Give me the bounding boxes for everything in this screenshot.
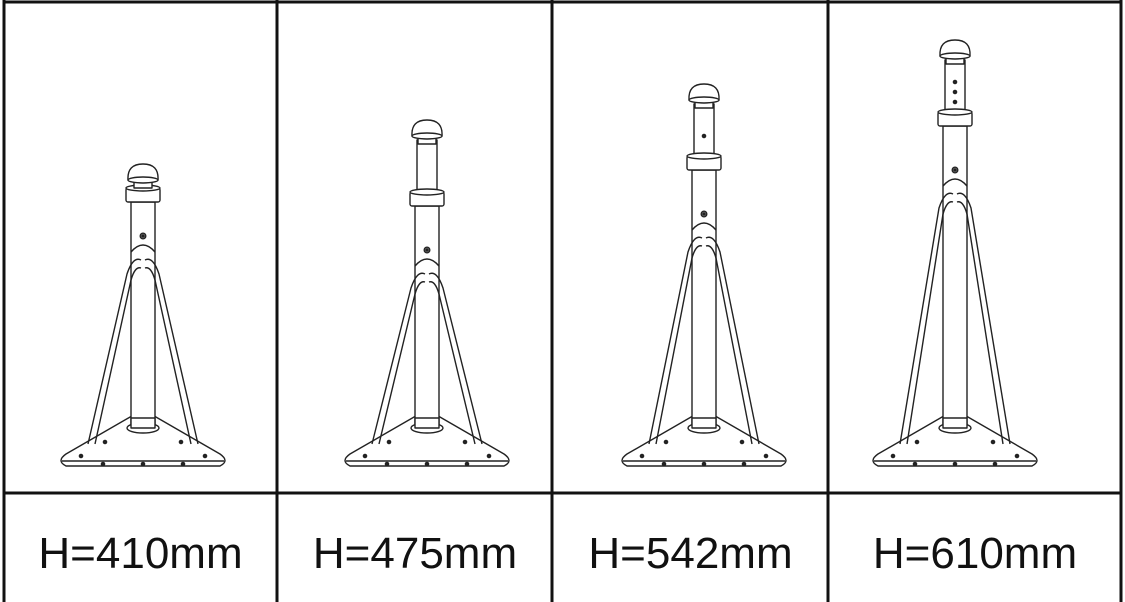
- stand-drawing-2: [344, 119, 510, 467]
- leg-rod: [648, 236, 703, 445]
- plate-hole: [462, 439, 468, 445]
- leg-rod: [705, 236, 760, 445]
- leg-rod: [705, 245, 753, 445]
- tube-foot: [414, 417, 440, 429]
- tube-hole-center: [141, 234, 145, 238]
- leg-bend: [414, 258, 440, 267]
- leg-rod: [655, 245, 703, 445]
- leg-rod: [144, 258, 199, 445]
- plate-hole: [202, 453, 208, 459]
- collar-top: [409, 188, 445, 196]
- main-tube: [691, 169, 717, 426]
- cap-knob: [411, 119, 443, 137]
- height-label-2: H=475mm: [312, 529, 518, 578]
- plate-hole: [763, 453, 769, 459]
- height-label-3: H=542mm: [588, 529, 793, 578]
- leg-bend: [691, 222, 717, 231]
- plate-hole: [741, 461, 747, 467]
- plate-hole: [912, 461, 918, 467]
- plate-hole: [464, 461, 470, 467]
- leg-rod: [94, 267, 142, 445]
- tube-hole-center: [702, 212, 706, 216]
- leg-rod: [87, 258, 142, 445]
- plate-hole: [180, 461, 186, 467]
- inner-tube-hole: [952, 99, 958, 105]
- main-tube: [414, 205, 440, 426]
- main-tube: [942, 125, 968, 426]
- leg-rod: [428, 281, 476, 445]
- inner-tube-hole: [701, 133, 707, 139]
- leg-rod: [906, 201, 954, 445]
- plate-hole: [952, 461, 958, 467]
- leg-rod: [378, 281, 426, 445]
- plate-hole: [424, 461, 430, 467]
- stand-drawing-3: [621, 83, 787, 467]
- cap-rim: [688, 96, 720, 104]
- inner-tube-hole: [952, 89, 958, 95]
- plate-hole: [990, 439, 996, 445]
- collar-top: [686, 152, 722, 160]
- plate-hole: [362, 453, 368, 459]
- plate-hole: [102, 439, 108, 445]
- plate-hole: [639, 453, 645, 459]
- leg-bend: [130, 244, 156, 253]
- cap-knob: [939, 39, 971, 57]
- plate-hole: [140, 461, 146, 467]
- plate-hole: [701, 461, 707, 467]
- tube-hole-center: [425, 248, 429, 252]
- plate-hole: [661, 461, 667, 467]
- cap-knob: [688, 83, 720, 101]
- height-label-4: H=610mm: [872, 529, 1078, 578]
- plate-hole: [992, 461, 998, 467]
- plate-hole: [663, 439, 669, 445]
- cap-rim: [411, 132, 443, 140]
- inner-tube: [416, 139, 438, 193]
- leg-rod: [371, 272, 426, 445]
- plate-hole: [890, 453, 896, 459]
- leg-rod: [144, 267, 192, 445]
- height-label-1: H=410mm: [38, 529, 243, 578]
- collar-top: [937, 108, 973, 116]
- leg-rod: [428, 272, 483, 445]
- plate-hole: [739, 439, 745, 445]
- cap-rim: [127, 176, 159, 184]
- leg-rod: [956, 201, 1004, 445]
- plate-hole: [78, 453, 84, 459]
- stand-drawing-4: [872, 39, 1038, 467]
- leg-rod: [956, 192, 1011, 445]
- tube-foot: [130, 417, 156, 429]
- inner-tube: [693, 103, 715, 157]
- tube-foot: [942, 417, 968, 429]
- plate-hole: [384, 461, 390, 467]
- inner-tube-hole: [952, 79, 958, 85]
- plate-hole: [178, 439, 184, 445]
- plate-hole: [100, 461, 106, 467]
- cap-knob: [127, 163, 159, 181]
- cap-rim: [939, 52, 971, 60]
- tube-foot: [691, 417, 717, 429]
- plate-hole: [386, 439, 392, 445]
- leg-rod: [899, 192, 954, 445]
- plate-hole: [1014, 453, 1020, 459]
- leg-bend: [942, 178, 968, 187]
- stand-drawing-1: [60, 163, 226, 467]
- tube-hole-center: [953, 168, 957, 172]
- plate-hole: [914, 439, 920, 445]
- plate-hole: [486, 453, 492, 459]
